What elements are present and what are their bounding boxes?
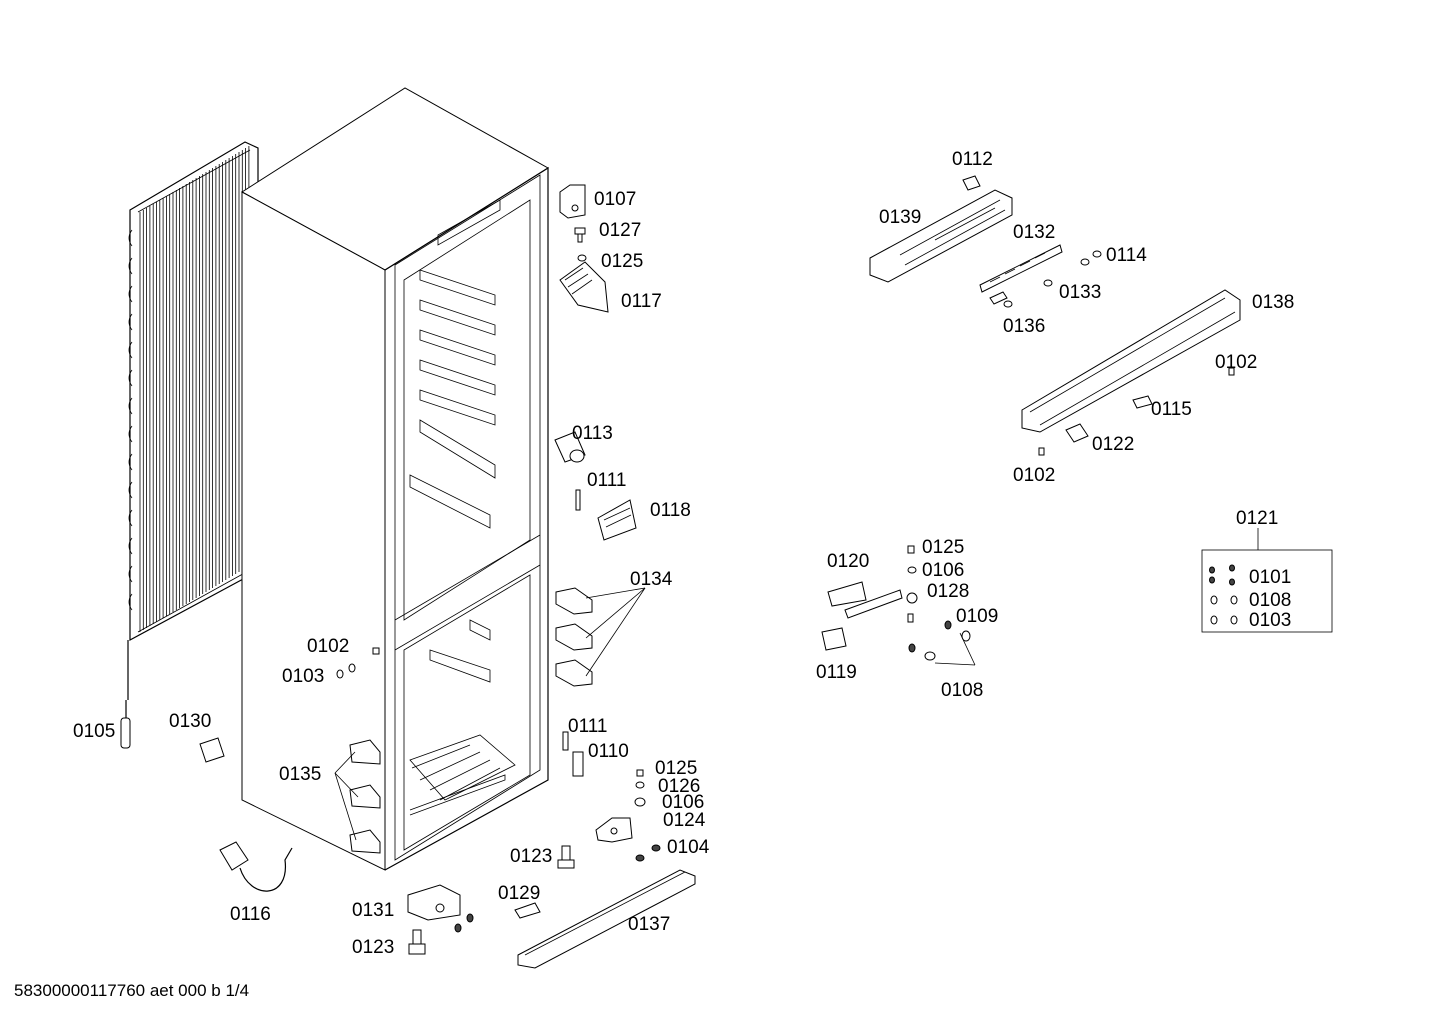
blocks-0134 [555,587,593,687]
small-parts-0125-0106 [907,545,917,623]
label-0111: 0111 [568,716,607,737]
label-0120: 0120 [827,551,869,572]
label-0126: 0126 [658,776,700,797]
screws-0102-right [1038,367,1235,456]
label-0125: 0125 [922,537,964,558]
condenser-coil [120,141,259,749]
label-0118: 0118 [650,500,691,521]
label-0134: 0134 [630,569,673,590]
label-0112: 0112 [952,149,993,170]
cap-0129 [514,902,541,919]
lamp-bracket-0120 [827,581,918,619]
label-0129: 0129 [498,883,540,904]
bulb-0113 [554,431,586,463]
label-0130: 0130 [169,711,211,732]
label-0102: 0102 [1215,352,1257,373]
control-housing-0139 [869,189,1013,283]
screws-0109-0108 [908,620,971,661]
clip-0122 [1065,423,1089,443]
label-0125: 0125 [601,251,643,272]
switch-0119 [821,627,847,651]
label-0115: 0115 [1151,399,1192,420]
label-0135: 0135 [279,764,321,785]
foot-0123a [557,845,575,869]
pin-0111b [562,731,569,751]
label-0124: 0124 [663,810,706,831]
foot-0123b [408,929,426,955]
knobs-0114-0133-0136 [989,250,1102,308]
label-0121: 0121 [1236,508,1278,529]
hinge-bottom-parts [595,769,661,862]
hinge-0131 [407,884,474,933]
fastener-kit-box [1201,528,1333,633]
label-0128: 0128 [927,581,969,602]
label-0102: 0102 [307,636,349,657]
label-0101: 0101 [1249,567,1291,588]
buttons-0132 [979,244,1063,293]
lamp-cover-0117 [559,261,609,313]
thermostat-0112 [962,175,981,191]
label-0116: 0116 [230,904,271,925]
label-0113: 0113 [572,423,613,444]
label-0119: 0119 [816,662,857,683]
label-0132: 0132 [1013,222,1055,243]
label-0133: 0133 [1059,282,1101,303]
label-0136: 0136 [1003,316,1045,337]
part-labels: 0107 0127 0125 0117 0113 0111 0118 0134 … [73,149,1294,958]
label-0111: 0111 [587,470,626,491]
leader-lines [334,587,976,841]
handle-bar-0138 [1021,289,1241,433]
label-0125: 0125 [655,758,697,779]
label-0104: 0104 [667,837,710,858]
plate-0110 [572,751,584,777]
label-0106: 0106 [662,792,704,813]
label-0137: 0137 [628,914,670,935]
label-0123: 0123 [510,846,552,867]
power-cord-0116 [219,841,293,892]
switch-0130 [199,737,225,763]
label-0114: 0114 [1106,245,1147,266]
label-0123: 0123 [352,937,394,958]
label-0106: 0106 [922,560,964,581]
label-0122: 0122 [1092,434,1134,455]
label-0110: 0110 [588,741,629,762]
label-0117: 0117 [621,291,662,312]
label-0105: 0105 [73,721,115,742]
brackets-0135 [349,739,381,854]
label-0107: 0107 [594,189,636,210]
label-0138: 0138 [1252,292,1294,313]
plinth-0137 [517,869,696,969]
label-0127: 0127 [599,220,641,241]
hinge-top [559,184,586,219]
drawing-number: 58300000117760 aet 000 b 1/4 [14,981,250,1000]
label-0103: 0103 [282,666,324,687]
screw-0127 [574,227,586,243]
washer-0125a [577,254,587,262]
fridge-cabinet [241,87,549,871]
screws-0102-0103 [336,647,380,679]
label-0103: 0103 [1249,610,1291,631]
pin-0111a [575,489,581,511]
label-0139: 0139 [879,207,921,228]
label-0109: 0109 [956,606,998,627]
label-0131: 0131 [352,900,394,921]
label-0108: 0108 [941,680,983,701]
vent-0118 [597,499,637,541]
label-0102: 0102 [1013,465,1055,486]
clip-0115 [1132,395,1153,409]
label-0108: 0108 [1249,590,1291,611]
